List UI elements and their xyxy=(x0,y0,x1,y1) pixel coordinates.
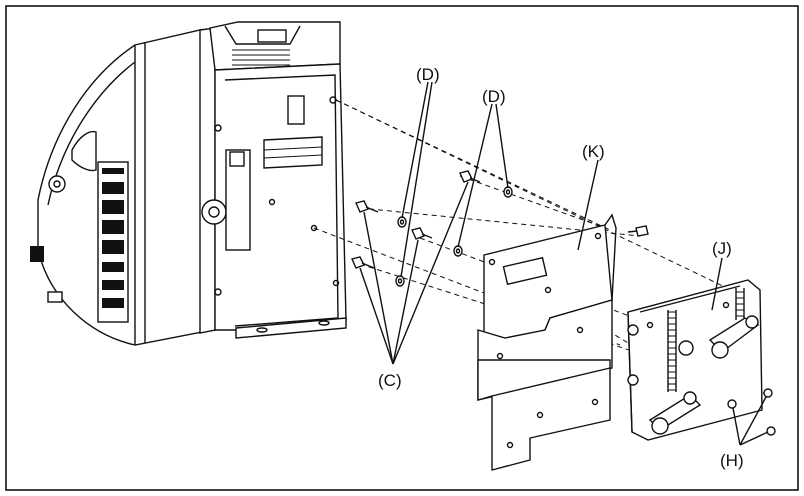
label-d-right: (D) xyxy=(482,87,506,106)
screws-h xyxy=(627,225,776,436)
label-d-left: (D) xyxy=(416,65,440,84)
label-c: (C) xyxy=(378,371,402,390)
frame-border xyxy=(5,5,799,491)
label-j: (J) xyxy=(712,239,732,258)
printer-body xyxy=(30,21,347,346)
bracket-k xyxy=(477,213,617,471)
plate-j xyxy=(627,279,763,441)
callout-leaders xyxy=(359,81,769,446)
label-k: (K) xyxy=(582,142,605,161)
screws-c xyxy=(351,170,481,269)
washers-d xyxy=(395,186,513,287)
label-h: (H) xyxy=(720,451,744,470)
